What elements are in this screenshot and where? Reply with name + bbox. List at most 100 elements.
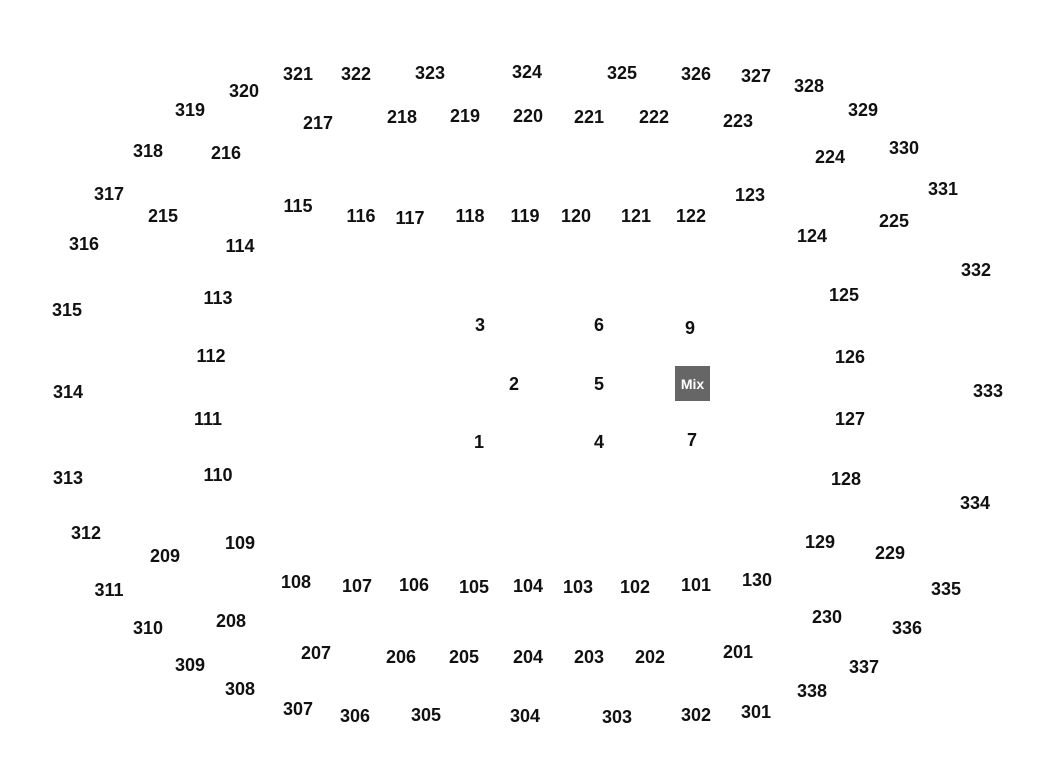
section-201[interactable]: 201 — [722, 642, 754, 662]
section-120[interactable]: 120 — [560, 206, 592, 226]
section-327[interactable]: 327 — [740, 66, 772, 86]
floor-section-1[interactable]: 1 — [473, 432, 485, 452]
section-128[interactable]: 128 — [830, 469, 862, 489]
section-307[interactable]: 307 — [282, 699, 314, 719]
section-127[interactable]: 127 — [834, 409, 866, 429]
section-115[interactable]: 115 — [283, 196, 313, 216]
section-218[interactable]: 218 — [386, 107, 418, 127]
section-312[interactable]: 312 — [70, 523, 102, 543]
section-303[interactable]: 303 — [601, 707, 633, 727]
section-320[interactable]: 320 — [228, 81, 260, 101]
section-229[interactable]: 229 — [874, 543, 906, 563]
section-125[interactable]: 125 — [828, 285, 860, 305]
section-209[interactable]: 209 — [149, 546, 181, 566]
section-219[interactable]: 219 — [449, 106, 481, 126]
section-321[interactable]: 321 — [282, 64, 314, 84]
section-338[interactable]: 338 — [796, 681, 828, 701]
section-102[interactable]: 102 — [619, 577, 651, 597]
section-306[interactable]: 306 — [339, 706, 371, 726]
section-116[interactable]: 116 — [346, 206, 376, 226]
section-325[interactable]: 325 — [606, 63, 638, 83]
section-313[interactable]: 313 — [52, 468, 84, 488]
section-224[interactable]: 224 — [814, 147, 846, 167]
section-316[interactable]: 316 — [68, 234, 100, 254]
section-113[interactable]: 113 — [203, 288, 233, 308]
section-122[interactable]: 122 — [675, 206, 707, 226]
section-230[interactable]: 230 — [811, 607, 843, 627]
section-119[interactable]: 119 — [510, 206, 540, 226]
section-329[interactable]: 329 — [847, 100, 879, 120]
section-301[interactable]: 301 — [740, 702, 772, 722]
section-203[interactable]: 203 — [573, 647, 605, 667]
section-336[interactable]: 336 — [891, 618, 923, 638]
section-322[interactable]: 322 — [340, 64, 372, 84]
section-129[interactable]: 129 — [804, 532, 836, 552]
section-309[interactable]: 309 — [174, 655, 206, 675]
section-223[interactable]: 223 — [722, 111, 754, 131]
section-109[interactable]: 109 — [224, 533, 256, 553]
section-216[interactable]: 216 — [210, 143, 242, 163]
section-310[interactable]: 310 — [132, 618, 164, 638]
section-107[interactable]: 107 — [341, 576, 373, 596]
section-330[interactable]: 330 — [888, 138, 920, 158]
section-114[interactable]: 114 — [225, 236, 255, 256]
section-331[interactable]: 331 — [927, 179, 959, 199]
section-302[interactable]: 302 — [680, 705, 712, 725]
section-311[interactable]: 311 — [94, 580, 124, 600]
section-317[interactable]: 317 — [93, 184, 125, 204]
section-110[interactable]: 110 — [203, 465, 233, 485]
floor-section-6[interactable]: 6 — [593, 315, 605, 335]
section-323[interactable]: 323 — [414, 63, 446, 83]
section-204[interactable]: 204 — [512, 647, 544, 667]
section-217[interactable]: 217 — [302, 113, 334, 133]
section-118[interactable]: 118 — [455, 206, 485, 226]
floor-section-7[interactable]: 7 — [686, 430, 698, 450]
section-111[interactable]: 111 — [193, 409, 223, 429]
floor-section-9[interactable]: 9 — [684, 318, 696, 338]
section-337[interactable]: 337 — [848, 657, 880, 677]
section-222[interactable]: 222 — [638, 107, 670, 127]
section-121[interactable]: 121 — [620, 206, 652, 226]
section-324[interactable]: 324 — [511, 62, 543, 82]
section-328[interactable]: 328 — [793, 76, 825, 96]
section-105[interactable]: 105 — [458, 577, 490, 597]
section-117[interactable]: 117 — [395, 208, 425, 228]
section-319[interactable]: 319 — [174, 100, 206, 120]
section-315[interactable]: 315 — [51, 300, 83, 320]
section-334[interactable]: 334 — [959, 493, 991, 513]
section-123[interactable]: 123 — [734, 185, 766, 205]
section-202[interactable]: 202 — [634, 647, 666, 667]
section-103[interactable]: 103 — [562, 577, 594, 597]
section-304[interactable]: 304 — [509, 706, 541, 726]
floor-section-3[interactable]: 3 — [474, 315, 486, 335]
section-225[interactable]: 225 — [878, 211, 910, 231]
section-112[interactable]: 112 — [196, 346, 226, 366]
section-332[interactable]: 332 — [960, 260, 992, 280]
section-108[interactable]: 108 — [280, 572, 312, 592]
section-106[interactable]: 106 — [398, 575, 430, 595]
section-208[interactable]: 208 — [215, 611, 247, 631]
floor-section-2[interactable]: 2 — [508, 374, 520, 394]
section-130[interactable]: 130 — [741, 570, 773, 590]
section-101[interactable]: 101 — [680, 575, 712, 595]
section-126[interactable]: 126 — [834, 347, 866, 367]
section-318[interactable]: 318 — [132, 141, 164, 161]
section-220[interactable]: 220 — [512, 106, 544, 126]
section-104[interactable]: 104 — [512, 576, 544, 596]
section-215[interactable]: 215 — [147, 206, 179, 226]
section-207[interactable]: 207 — [300, 643, 332, 663]
floor-section-5[interactable]: 5 — [593, 374, 605, 394]
section-221[interactable]: 221 — [573, 107, 605, 127]
section-124[interactable]: 124 — [796, 226, 828, 246]
section-326[interactable]: 326 — [680, 64, 712, 84]
section-333[interactable]: 333 — [972, 381, 1004, 401]
section-314[interactable]: 314 — [52, 382, 84, 402]
section-206[interactable]: 206 — [385, 647, 417, 667]
section-205[interactable]: 205 — [448, 647, 480, 667]
section-305[interactable]: 305 — [410, 705, 442, 725]
section-335[interactable]: 335 — [930, 579, 962, 599]
floor-section-4[interactable]: 4 — [593, 432, 605, 452]
mix-position[interactable]: Mix — [675, 366, 710, 401]
section-308[interactable]: 308 — [224, 679, 256, 699]
